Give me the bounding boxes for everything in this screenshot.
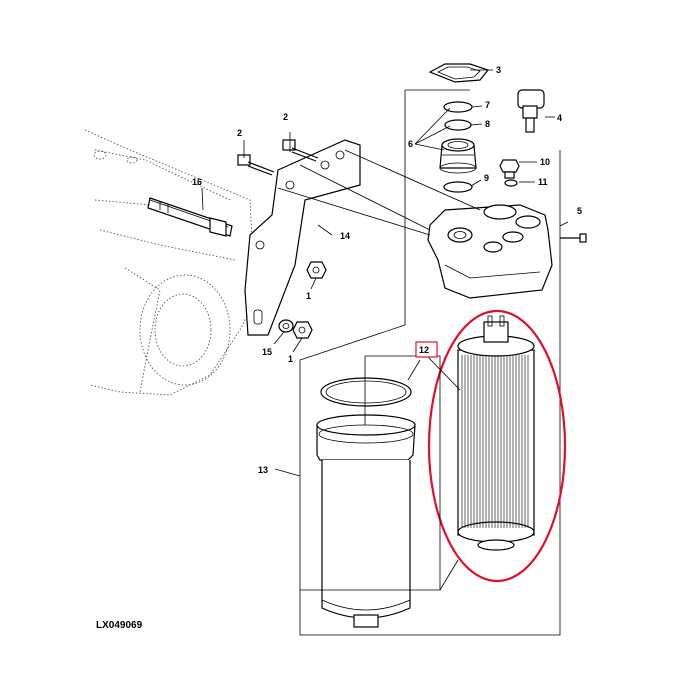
filter-pleats <box>461 355 529 528</box>
filter-element-highlight <box>427 309 567 583</box>
callout-8: 8 <box>485 119 490 129</box>
callout-2-lower: 2 <box>237 128 242 138</box>
drain-plug <box>499 159 520 179</box>
o-ring-8 <box>444 119 472 131</box>
nut-upper <box>306 261 327 279</box>
callout-1-lower: 1 <box>288 354 293 364</box>
callout-10: 10 <box>540 157 550 167</box>
callout-2-upper: 2 <box>283 112 288 122</box>
callout-13: 13 <box>258 465 268 475</box>
filter-head <box>427 204 553 299</box>
long-bolt <box>147 197 233 237</box>
pin <box>560 233 587 243</box>
callout-15: 15 <box>262 347 272 357</box>
callout-3: 3 <box>496 65 501 75</box>
gasket <box>428 63 490 83</box>
washer <box>278 319 294 333</box>
callout-7: 7 <box>485 100 490 110</box>
engine-housing <box>84 129 256 396</box>
callout-1-upper: 1 <box>306 291 311 301</box>
sensor <box>517 89 545 133</box>
o-ring-9 <box>443 181 473 193</box>
callout-9: 9 <box>484 173 489 183</box>
callout-11: 11 <box>538 177 548 187</box>
figure-id: LX049069 <box>96 620 143 631</box>
bolt-upper <box>282 139 319 162</box>
valve-insert <box>439 138 477 174</box>
nut-lower <box>292 321 313 339</box>
callout-12: 12 <box>419 345 429 355</box>
bolt-lower <box>237 154 275 176</box>
callout-5: 5 <box>577 206 582 216</box>
callout-16: 16 <box>192 177 202 187</box>
o-ring-7 <box>443 101 473 113</box>
filter-element <box>457 315 535 551</box>
assembly-frame <box>299 90 561 636</box>
callout-14: 14 <box>340 231 350 241</box>
seal-ring <box>504 179 518 187</box>
callout-6: 6 <box>408 139 413 149</box>
leader-lines <box>201 69 569 591</box>
callout-4: 4 <box>557 113 562 123</box>
mounting-bracket <box>244 139 361 336</box>
callout-12-box <box>415 341 438 358</box>
filter-bowl <box>316 377 416 628</box>
